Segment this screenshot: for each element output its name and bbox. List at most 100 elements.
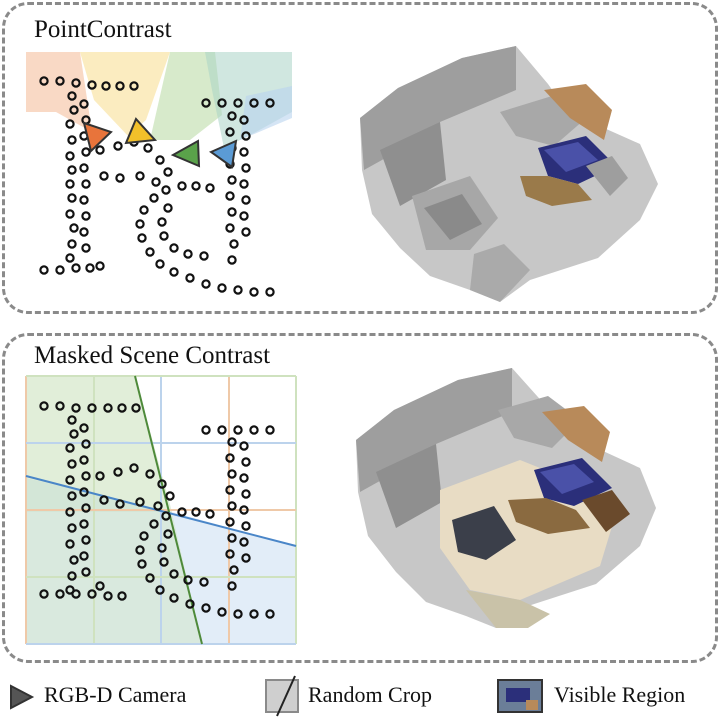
point — [137, 233, 147, 243]
point — [265, 609, 275, 619]
point — [65, 151, 75, 161]
point — [227, 469, 237, 479]
point — [79, 551, 89, 561]
point — [99, 495, 109, 505]
point — [129, 463, 139, 473]
point — [201, 279, 211, 289]
point — [115, 499, 125, 509]
point — [201, 425, 211, 435]
legend-visible-region-label: Visible Region — [554, 682, 686, 707]
point — [227, 533, 237, 543]
point — [185, 273, 195, 283]
masked-scene-contrast-title: Masked Scene Contrast — [34, 342, 271, 369]
point — [85, 263, 95, 273]
room-cabinet-2 — [498, 396, 580, 448]
point — [225, 517, 235, 527]
point — [249, 425, 259, 435]
point — [241, 457, 251, 467]
point — [163, 167, 173, 177]
point — [65, 475, 75, 485]
point — [227, 581, 237, 591]
point — [241, 131, 251, 141]
point — [227, 207, 237, 217]
point — [169, 593, 179, 603]
point — [225, 549, 235, 559]
point — [79, 99, 89, 109]
point — [95, 581, 105, 591]
point — [239, 179, 249, 189]
room-shelf — [380, 122, 446, 206]
point — [205, 183, 215, 193]
point — [225, 453, 235, 463]
point-cloud-msc — [39, 401, 275, 619]
point — [143, 143, 153, 153]
point — [135, 497, 145, 507]
point — [67, 491, 77, 501]
point — [115, 81, 125, 91]
point — [169, 569, 179, 579]
point — [135, 545, 145, 555]
point — [79, 195, 89, 205]
rgbd-cameras — [82, 117, 238, 169]
point — [217, 98, 227, 108]
point — [241, 163, 251, 173]
point — [113, 141, 123, 151]
point — [233, 98, 243, 108]
camera-green — [170, 139, 201, 168]
point — [79, 455, 89, 465]
point — [135, 219, 145, 229]
point — [161, 185, 171, 195]
point — [233, 609, 243, 619]
point — [233, 425, 243, 435]
point — [239, 441, 249, 451]
point — [239, 473, 249, 483]
point — [185, 599, 195, 609]
point — [65, 209, 75, 219]
crop-line-green — [134, 375, 203, 645]
point — [169, 267, 179, 277]
point — [155, 585, 165, 595]
point — [55, 589, 65, 599]
point — [249, 287, 259, 297]
point — [81, 439, 91, 449]
point — [217, 283, 227, 293]
point — [71, 589, 81, 599]
point — [67, 91, 77, 101]
point — [157, 543, 167, 553]
point — [81, 503, 91, 513]
room-front-wall — [470, 244, 530, 302]
point — [159, 557, 169, 567]
point — [39, 589, 49, 599]
point — [101, 81, 111, 91]
point — [163, 529, 173, 539]
pointcontrast-panel — [2, 2, 718, 314]
point — [87, 80, 97, 90]
legend-crop-label: Random Crop — [308, 682, 433, 707]
room-rug-2 — [508, 498, 590, 534]
point — [159, 231, 169, 241]
point — [225, 191, 235, 201]
point — [81, 147, 91, 157]
point — [241, 553, 251, 563]
point — [139, 531, 149, 541]
point — [55, 265, 65, 275]
point — [163, 203, 173, 213]
point — [117, 403, 127, 413]
point — [165, 491, 175, 501]
point — [103, 403, 113, 413]
masked-scene-contrast-panel — [2, 333, 718, 663]
point — [55, 76, 65, 86]
point — [227, 437, 237, 447]
legend-camera-icon — [10, 684, 35, 710]
point — [249, 98, 259, 108]
point — [151, 177, 161, 187]
point — [71, 403, 81, 413]
point — [81, 471, 91, 481]
point — [201, 98, 211, 108]
point — [183, 249, 193, 259]
point — [265, 425, 275, 435]
point — [65, 443, 75, 453]
point — [265, 98, 275, 108]
camera-orange — [82, 121, 113, 153]
